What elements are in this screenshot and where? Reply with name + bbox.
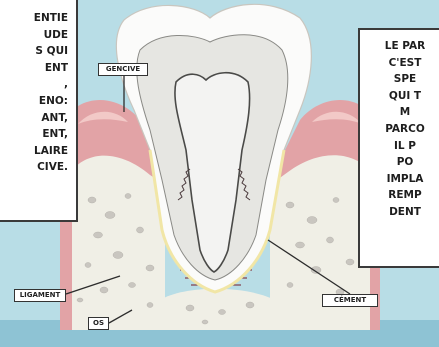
right-caption-line-7: IL P	[364, 138, 439, 155]
right-caption-box: LE PAR C'EST SPE QUI T M PARCO IL P PO I…	[358, 28, 439, 268]
left-caption-line-8: ENT,	[0, 126, 68, 143]
right-caption-line-9: IMPLA	[364, 171, 439, 188]
right-caption-line-8: PO	[364, 154, 439, 171]
left-caption-line-1: ENTIE	[0, 10, 68, 27]
right-caption-line-10: REMP	[364, 187, 439, 204]
cement-label: CÉMENT	[322, 294, 378, 307]
left-caption-line-3: S QUI	[0, 43, 68, 60]
right-caption-line-3: SPE	[364, 71, 439, 88]
left-caption-line-4: ENT	[0, 60, 68, 77]
right-caption-line-1: LE PAR	[364, 38, 439, 55]
right-caption-line-6: PARCO	[364, 121, 439, 138]
right-caption-line-4: QUI T	[364, 88, 439, 105]
left-caption-line-9: LAIRE	[0, 143, 68, 160]
left-caption-line-5: ,	[0, 76, 68, 93]
right-caption-line-11: DENT	[364, 204, 439, 221]
left-caption-line-10: CIVE.	[0, 159, 68, 176]
gencive-label: GENCIVE	[98, 63, 148, 76]
right-caption-line-2: C'EST	[364, 55, 439, 72]
left-caption-line-2: UDE	[0, 27, 68, 44]
ligament-label: LIGAMENT	[14, 289, 66, 302]
left-caption-line-7: ANT,	[0, 110, 68, 127]
left-caption-line-6: ENO:	[0, 93, 68, 110]
bone-between	[160, 289, 275, 330]
right-caption-line-5: M	[364, 104, 439, 121]
os-label: OS	[88, 317, 109, 330]
left-caption-box: ENTIE UDE S QUI ENT , ENO: ANT, ENT, LAI…	[0, 0, 78, 222]
